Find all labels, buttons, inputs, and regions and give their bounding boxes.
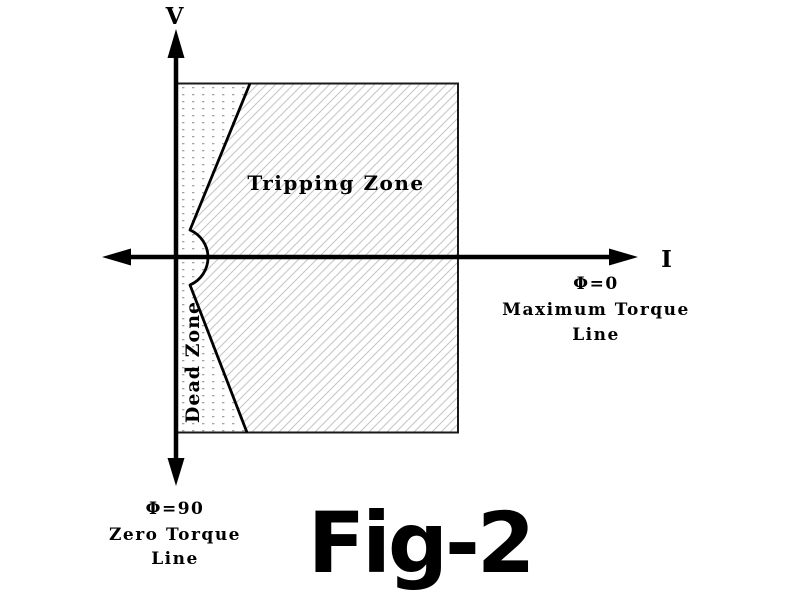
zero-torque-name: Zero Torque bbox=[109, 525, 241, 545]
v-axis-down-arrowhead bbox=[167, 458, 185, 486]
zero-torque-annotation: Φ=90 Zero Torque Line bbox=[109, 499, 241, 569]
i-axis bbox=[102, 248, 638, 266]
i-axis-label: I bbox=[661, 246, 673, 273]
max-torque-line-word: Line bbox=[572, 325, 620, 345]
dead-zone-label: Dead Zone bbox=[182, 301, 204, 423]
v-axis-up-arrowhead bbox=[167, 29, 185, 58]
zero-torque-phi: Φ=90 bbox=[146, 499, 205, 519]
max-torque-phi: Φ=0 bbox=[573, 274, 618, 294]
v-axis-label: V bbox=[165, 3, 185, 30]
dead-zone-area bbox=[176, 84, 249, 432]
i-axis-right-arrowhead bbox=[609, 248, 638, 266]
i-axis-left-arrowhead bbox=[102, 248, 131, 266]
zero-torque-line-word: Line bbox=[151, 549, 199, 569]
tripping-zone-label: Tripping Zone bbox=[247, 171, 424, 195]
max-torque-name: Maximum Torque bbox=[502, 300, 690, 320]
max-torque-annotation: Φ=0 Maximum Torque Line bbox=[502, 274, 690, 345]
figure-caption: Fig-2 bbox=[308, 494, 533, 592]
